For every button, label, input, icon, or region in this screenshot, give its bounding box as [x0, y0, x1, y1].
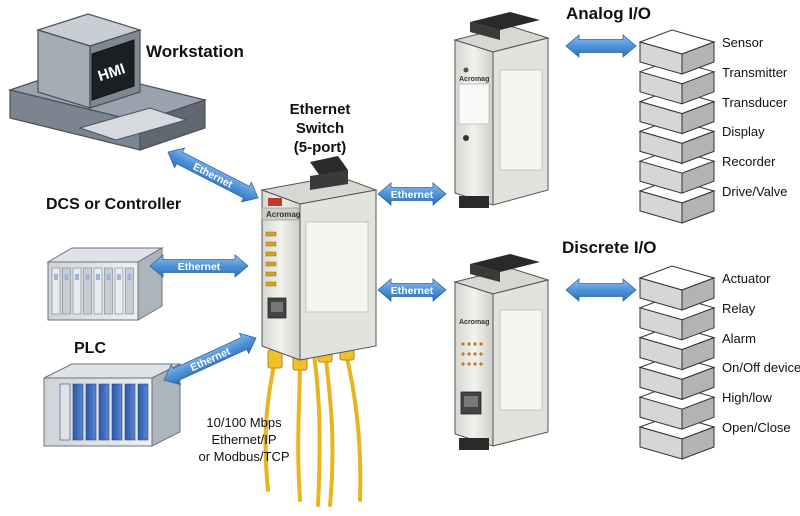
field-device-label: High/low [722, 390, 772, 406]
protocol-note-line1: 10/100 Mbps [206, 415, 282, 430]
dcs-slot-indicator [106, 274, 111, 280]
dcs-slot [83, 267, 92, 315]
dcs-slot [72, 267, 82, 315]
dcs-slot-indicator [75, 274, 79, 280]
switch-brand-text: Acromag [266, 210, 301, 219]
field-device-label: Transmitter [722, 64, 788, 80]
discrete-io-module [453, 254, 550, 450]
field-device-label: Actuator [722, 271, 771, 286]
dcs-slot-indicator [54, 274, 58, 280]
field-device-label: Alarm [722, 330, 756, 346]
discrete-channel-led [479, 362, 483, 366]
discrete-io-label: Discrete I/O [562, 238, 657, 257]
switch-port-led [265, 261, 277, 267]
discrete-channel-led [467, 352, 471, 356]
ethernet-arrow: Ethernet [149, 254, 249, 278]
switch-port-led [265, 231, 277, 237]
dcs-slot [51, 267, 61, 315]
analog-io-module [453, 12, 550, 208]
dcs-slot [62, 267, 71, 315]
workstation-computer [7, 13, 208, 151]
switch-port-led [265, 271, 277, 277]
dcs-slot [104, 267, 113, 315]
analog-module-brand-text: Acromag [459, 76, 489, 83]
device-box [638, 265, 716, 311]
discrete-channel-led [473, 342, 477, 346]
dcs-slot-indicator [127, 274, 132, 280]
ethernet-arrow-label: Ethernet [191, 161, 235, 191]
switch-label: Ethernet Switch (5-port) [272, 100, 368, 157]
switch-label-line2: Switch [295, 120, 345, 137]
plc-slot [59, 383, 71, 441]
ethernet-arrow-label: Ethernet [391, 285, 434, 297]
plc-slot [98, 383, 110, 441]
discrete-module-brand-text: Acromag [459, 319, 489, 326]
dcs-slot [125, 267, 134, 315]
discrete-channel-led [479, 342, 483, 346]
plc-label: PLC [74, 340, 106, 357]
workstation-label: Workstation [146, 42, 244, 61]
discrete-channel-led [461, 352, 465, 356]
switch-port-led [265, 241, 277, 247]
switch-label-line1: Ethernet [289, 101, 351, 118]
dcs-controller-rack [46, 247, 164, 321]
protocol-note-line2: Ethernet/IP [211, 432, 277, 447]
field-device-label: Transducer [722, 94, 788, 110]
plc-slot [137, 383, 149, 441]
analog-io-label: Analog I/O [566, 4, 651, 23]
plc-slot [111, 383, 123, 441]
discrete-channel-led [467, 342, 471, 346]
field-device-label: On/Off device [722, 360, 800, 376]
ethernet-arrow: Ethernet [163, 332, 257, 386]
ethernet-arrow-label: Ethernet [391, 189, 434, 201]
ethernet-arrow: Ethernet [377, 278, 447, 302]
dcs-slot-indicator [96, 274, 100, 280]
field-device-label: Display [722, 124, 765, 140]
discrete-channel-led [473, 352, 477, 356]
device-box [638, 29, 716, 75]
discrete-channel-led [467, 362, 471, 366]
dcs-slot [93, 267, 103, 315]
dcs-slot-indicator [64, 274, 69, 280]
discrete-channel-led [461, 362, 465, 366]
dcs-slot-indicator [85, 274, 90, 280]
ethernet-arrow-label: Ethernet [178, 261, 221, 273]
ethernet-arrow: Ethernet [377, 182, 447, 206]
discrete-channel-led [479, 352, 483, 356]
ethernet-arrow [565, 34, 637, 58]
field-device-label: Open/Close [722, 420, 791, 435]
field-device-label: Sensor [722, 35, 764, 50]
dcs-label: DCS or Controller [46, 196, 182, 213]
protocol-note: 10/100 Mbps Ethernet/IP or Modbus/TCP [186, 414, 302, 465]
discrete-device-stack [638, 265, 716, 460]
switch-port-led [265, 281, 277, 287]
dcs-slot-indicator [117, 274, 121, 280]
field-device-label: Relay [722, 300, 756, 316]
switch-label-line3: (5-port) [293, 139, 347, 156]
ethernet-arrow [565, 278, 637, 302]
discrete-channel-led [461, 342, 465, 346]
plc-slot [85, 383, 97, 441]
plc-slot [72, 383, 84, 441]
dcs-slot [114, 267, 124, 315]
field-device-label: Drive/Valve [722, 184, 788, 199]
ethernet-switch-module [260, 156, 378, 361]
plc-slot [124, 383, 136, 441]
field-device-label: Recorder [722, 154, 776, 170]
analog-device-stack [638, 29, 716, 224]
plc-rack [43, 363, 181, 447]
protocol-note-line3: or Modbus/TCP [198, 449, 290, 464]
ethernet-arrow-label: Ethernet [188, 345, 232, 374]
switch-port-led [265, 251, 277, 257]
discrete-channel-led [473, 362, 477, 366]
